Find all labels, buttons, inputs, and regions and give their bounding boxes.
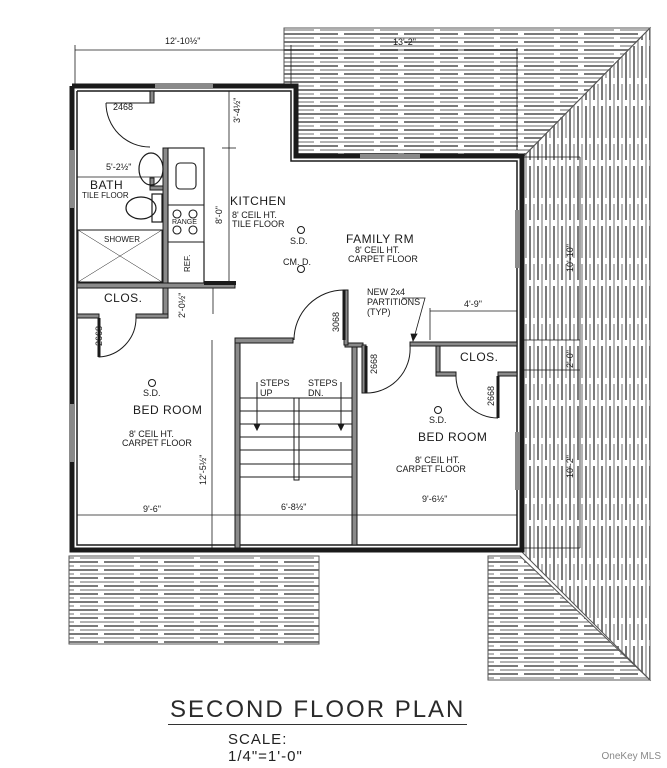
partitions-note-1: NEW 2x4 [367, 287, 405, 297]
kitchen-name: KITCHEN [230, 194, 286, 208]
steps-up-label-2: UP [260, 388, 273, 398]
bed1-width-dim: 9'-6" [143, 504, 161, 514]
kitchen-top-dim: 3'-4½" [232, 98, 242, 123]
roof-hatch-bottom-right [487, 555, 652, 681]
bed2-closet-door-icon [455, 375, 499, 419]
detectors [148, 226, 442, 414]
bed1-closet-label: CLOS. [104, 291, 143, 305]
bath-floor: TILE FLOOR [82, 191, 129, 200]
kitchen-fixtures [167, 147, 236, 285]
bed1-door-label: 2668 [94, 326, 104, 346]
dim-top-left: 12'-10½" [165, 36, 200, 46]
stair-door-icon [293, 289, 345, 341]
scale-value: 1/4"=1'-0" [228, 748, 303, 765]
bath-dim: 5'-2½" [106, 162, 131, 172]
bed1-closet-door-icon [98, 317, 137, 358]
bed1-closet-dim: 2'-0½" [177, 293, 187, 318]
dim-right-mid: 2'-0" [565, 350, 575, 368]
family-ceiling: 8' CEIL HT. [355, 245, 400, 255]
watermark: OneKey MLS [601, 751, 661, 762]
doors [97, 102, 500, 419]
toilet-icon [125, 196, 157, 220]
stair-door-label: 3068 [331, 312, 341, 332]
shower-label: SHOWER [104, 235, 140, 244]
family-sd-label: S.D. [290, 236, 308, 246]
dimension-lines [74, 45, 581, 549]
interior-walls [76, 90, 518, 549]
plan-title: SECOND FLOOR PLAN [168, 696, 468, 725]
exterior-walls [69, 83, 525, 553]
dim-right-lower: 10'-2" [565, 455, 575, 478]
shower-icon [77, 229, 163, 283]
family-width-dim: 4'-9" [464, 299, 482, 309]
steps-up-label-1: STEPS [260, 378, 290, 388]
bed1-name: BED ROOM [133, 403, 202, 417]
steps-down-label-1: STEPS [308, 378, 338, 388]
bath-name: BATH [90, 178, 123, 192]
stairs-width-dim: 6'-8½" [281, 502, 306, 512]
kitchen-dim: 8'-0" [214, 206, 224, 224]
bed2-closet-label: CLOS. [460, 350, 499, 364]
smoke-detector-icon [297, 226, 305, 234]
bed2-door-icon [365, 345, 411, 394]
ref-label: REF. [183, 255, 192, 272]
dim-top-right: 13'-2" [393, 37, 416, 47]
kitchen-floor: TILE FLOOR [232, 219, 285, 229]
bed2-floor: CARPET FLOOR [396, 464, 466, 474]
bed2-width-dim: 9'-6½" [422, 494, 447, 504]
bed1-ceiling: 8' CEIL HT. [129, 429, 174, 439]
bed2-door-label: 2668 [369, 354, 379, 374]
labels: 12'-10½" 13'-2" 2468 3'-4½" 5'-2½" BATH … [82, 36, 575, 514]
range-label: RANGE [172, 219, 197, 226]
kitchen-ceiling: 8' CEIL HT. [232, 210, 277, 220]
scale-label: SCALE: [228, 731, 288, 748]
bed2-ceiling: 8' CEIL HT. [415, 455, 460, 465]
kitchen-sink-icon [175, 162, 197, 190]
family-floor: CARPET FLOOR [348, 254, 418, 264]
bath-door-icon [105, 102, 151, 148]
bed2-sd-label: S.D. [429, 415, 447, 425]
sink-icon [138, 152, 164, 186]
family-name: FAMILY RM [346, 232, 414, 246]
stairs [240, 382, 352, 481]
bed1-sd-label: S.D. [143, 388, 161, 398]
smoke-detector-icon [434, 406, 442, 414]
roof-hatch-bottom-left [68, 555, 320, 645]
smoke-detector-icon [148, 379, 156, 387]
partitions-note-3: (TYP) [367, 307, 391, 317]
bed1-floor: CARPET FLOOR [122, 438, 192, 448]
co-detector-icon [297, 265, 305, 273]
bed2-name: BED ROOM [418, 430, 487, 444]
partitions-note-2: PARTITIONS [367, 297, 420, 307]
burner-icon [172, 209, 182, 219]
steps-down-label-2: DN. [308, 388, 324, 398]
dim-right-upper: 10'-10" [565, 244, 575, 272]
bath-door-label: 2468 [113, 102, 133, 112]
windows [70, 84, 520, 490]
bed1-depth-dim: 12'-5½" [198, 455, 208, 485]
bed2-closet-door-label: 2668 [486, 386, 496, 406]
bath-fixtures [77, 152, 164, 283]
family-cmd-label: CM. D. [283, 257, 311, 267]
